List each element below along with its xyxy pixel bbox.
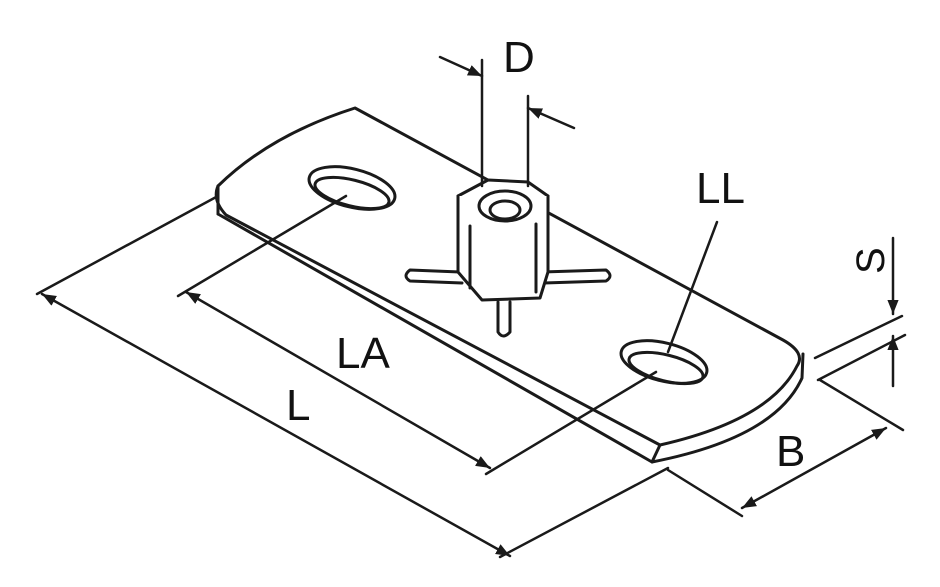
dim-s [813,236,907,388]
slot-right [619,339,709,386]
label-b: B [776,427,805,476]
dim-ll-leader [666,220,719,354]
label-ll: LL [696,164,745,213]
dim-d [438,55,576,188]
dim-b [666,378,905,518]
hex-nut-body [456,194,550,302]
nut-bore-outer [477,189,533,223]
nut-bore-inner [488,199,522,221]
label-s: S [849,247,893,274]
label-l: L [286,381,310,430]
hex-nut [456,178,550,302]
plate-right-edge [650,352,805,464]
dim-l [35,194,670,559]
label-la: LA [336,329,390,378]
slot-left [307,165,397,211]
label-d: D [503,33,535,82]
dim-la [176,194,658,476]
